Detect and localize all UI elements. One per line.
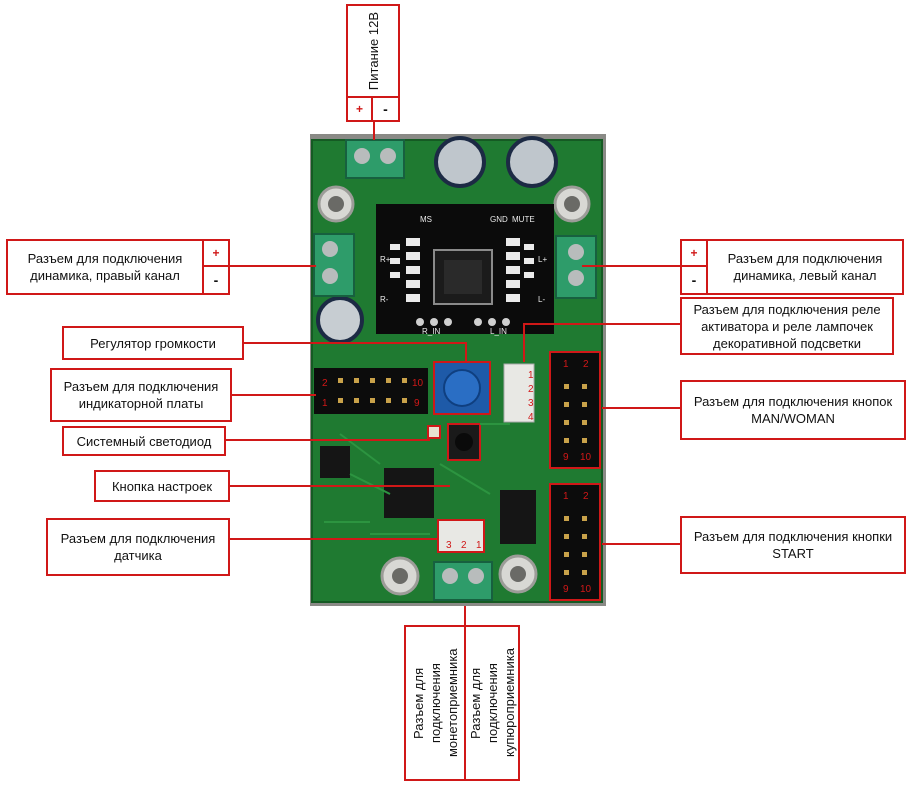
label-volume: Регулятор громкости (62, 326, 244, 360)
label-sensor-text: Разъем для подключения датчика (60, 531, 216, 563)
label-system-led: Системный светодиод (62, 426, 226, 456)
silk-r-in: R_IN (422, 327, 440, 336)
label-coin-acceptor-text: Разъем для подключения монетоприемника (410, 648, 460, 758)
pin-indicator-9: 9 (414, 398, 420, 409)
mcu-chip (384, 468, 434, 518)
label-speaker-left: Разъем для подключения динамика, левый к… (706, 239, 904, 295)
label-settings-button-text: Кнопка настроек (111, 478, 213, 494)
pin-relay-3: 3 (528, 398, 534, 409)
label-buttons-mw: Разъем для подключения кнопок MAN/WOMAN (680, 380, 906, 440)
power-plus: + (346, 96, 373, 122)
speaker-left-minus: - (680, 265, 708, 295)
label-relay: Разъем для подключения реле активатора и… (680, 297, 894, 355)
pin-sensor-3: 3 (446, 540, 452, 551)
pin-indicator-2: 2 (322, 378, 328, 389)
label-coin-acceptor: Разъем для подключения монетоприемника (404, 625, 466, 781)
silk-r-plus: R+ (380, 255, 391, 264)
speaker-right-minus: - (202, 265, 230, 295)
pin-indicator-10: 10 (412, 378, 424, 389)
label-indicator: Разъем для подключения индикаторной плат… (50, 368, 232, 422)
label-speaker-right-text: Разъем для подключения динамика, правый … (27, 251, 183, 283)
label-start-button-text: Разъем для подключения кнопки START (693, 529, 893, 561)
pin-sensor-2: 2 (461, 540, 467, 551)
label-bill-acceptor: Разъем для подключения купюроприемника (464, 625, 520, 781)
pin-mw-9: 9 (563, 452, 569, 463)
pin-indicator-1: 1 (322, 398, 328, 409)
system-led (427, 425, 441, 439)
label-start-button: Разъем для подключения кнопки START (680, 516, 906, 574)
relay-connector (503, 363, 535, 423)
pin-start-9: 9 (563, 584, 569, 595)
silk-ms: MS (420, 215, 432, 224)
indicator-header (314, 368, 428, 414)
label-settings-button: Кнопка настроек (94, 470, 230, 502)
mw-header (549, 351, 601, 469)
pin-start-2: 2 (583, 491, 589, 502)
silk-l-in: L_IN (490, 327, 507, 336)
silk-r-minus: R- (380, 295, 389, 304)
label-power: Питание 12В (346, 4, 400, 98)
label-bill-acceptor-text: Разъем для подключения купюроприемника (467, 648, 517, 758)
label-system-led-text: Системный светодиод (76, 433, 212, 449)
speaker-left-plus: + (680, 239, 708, 267)
start-header (549, 483, 601, 601)
pin-mw-2: 2 (583, 359, 589, 370)
pin-start-1: 1 (563, 491, 569, 502)
label-indicator-text: Разъем для подключения индикаторной плат… (63, 379, 219, 411)
label-power-text: Питание 12В (365, 11, 381, 91)
speaker-right-plus: + (202, 239, 230, 267)
label-relay-text: Разъем для подключения реле активатора и… (693, 301, 881, 351)
silk-l-plus: L+ (538, 255, 547, 264)
pin-relay-4: 4 (528, 412, 534, 423)
capacitor (316, 136, 558, 344)
power-minus: - (371, 96, 400, 122)
silk-gnd: GND (490, 215, 508, 224)
silk-mute: MUTE (512, 215, 535, 224)
pin-mw-10: 10 (580, 452, 592, 463)
label-speaker-right: Разъем для подключения динамика, правый … (6, 239, 204, 295)
pin-sensor-1: 1 (476, 540, 482, 551)
pin-relay-1: 1 (528, 370, 534, 381)
pin-mw-1: 1 (563, 359, 569, 370)
label-speaker-left-text: Разъем для подключения динамика, левый к… (727, 251, 883, 283)
pcb-board: MS GND MUTE R+ R- L+ L- R_IN L_IN (310, 134, 606, 606)
label-sensor: Разъем для подключения датчика (46, 518, 230, 576)
silk-l-minus: L- (538, 295, 545, 304)
sensor-connector (437, 519, 485, 553)
label-volume-text: Регулятор громкости (90, 335, 216, 351)
pin-relay-2: 2 (528, 384, 534, 395)
pin-start-10: 10 (580, 584, 592, 595)
label-buttons-mw-text: Разъем для подключения кнопок MAN/WOMAN (693, 394, 893, 426)
